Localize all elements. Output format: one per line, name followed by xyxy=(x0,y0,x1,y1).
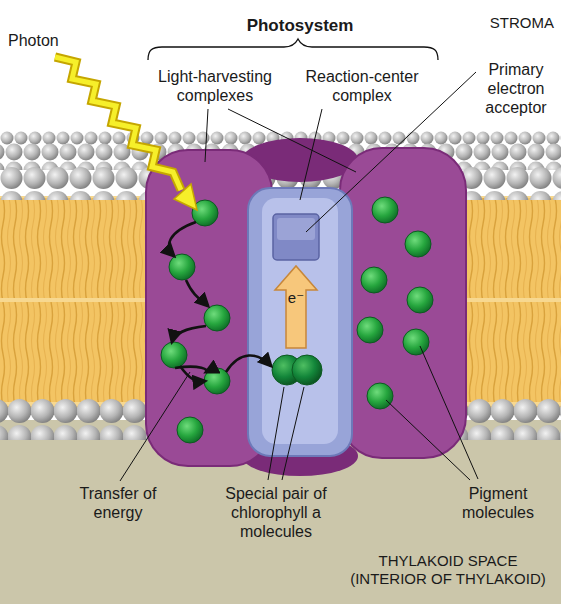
region-label: THYLAKOID SPACE (INTERIOR OF THYLAKOID) xyxy=(344,552,552,588)
part-label: Light-harvesting complexes xyxy=(140,67,290,105)
part-label: Photon xyxy=(8,31,88,50)
electron-label: e⁻ xyxy=(281,289,311,307)
part-label: Primary electron acceptor xyxy=(474,60,558,118)
group-heading: Photosystem xyxy=(215,16,385,36)
region-label: STROMA xyxy=(462,14,554,32)
part-label: Transfer of energy xyxy=(66,484,170,522)
part-label: Pigment molecules xyxy=(446,484,550,522)
part-label: Special pair of chlorophyll a molecules xyxy=(194,484,358,542)
part-label: Reaction-center complex xyxy=(292,67,432,105)
